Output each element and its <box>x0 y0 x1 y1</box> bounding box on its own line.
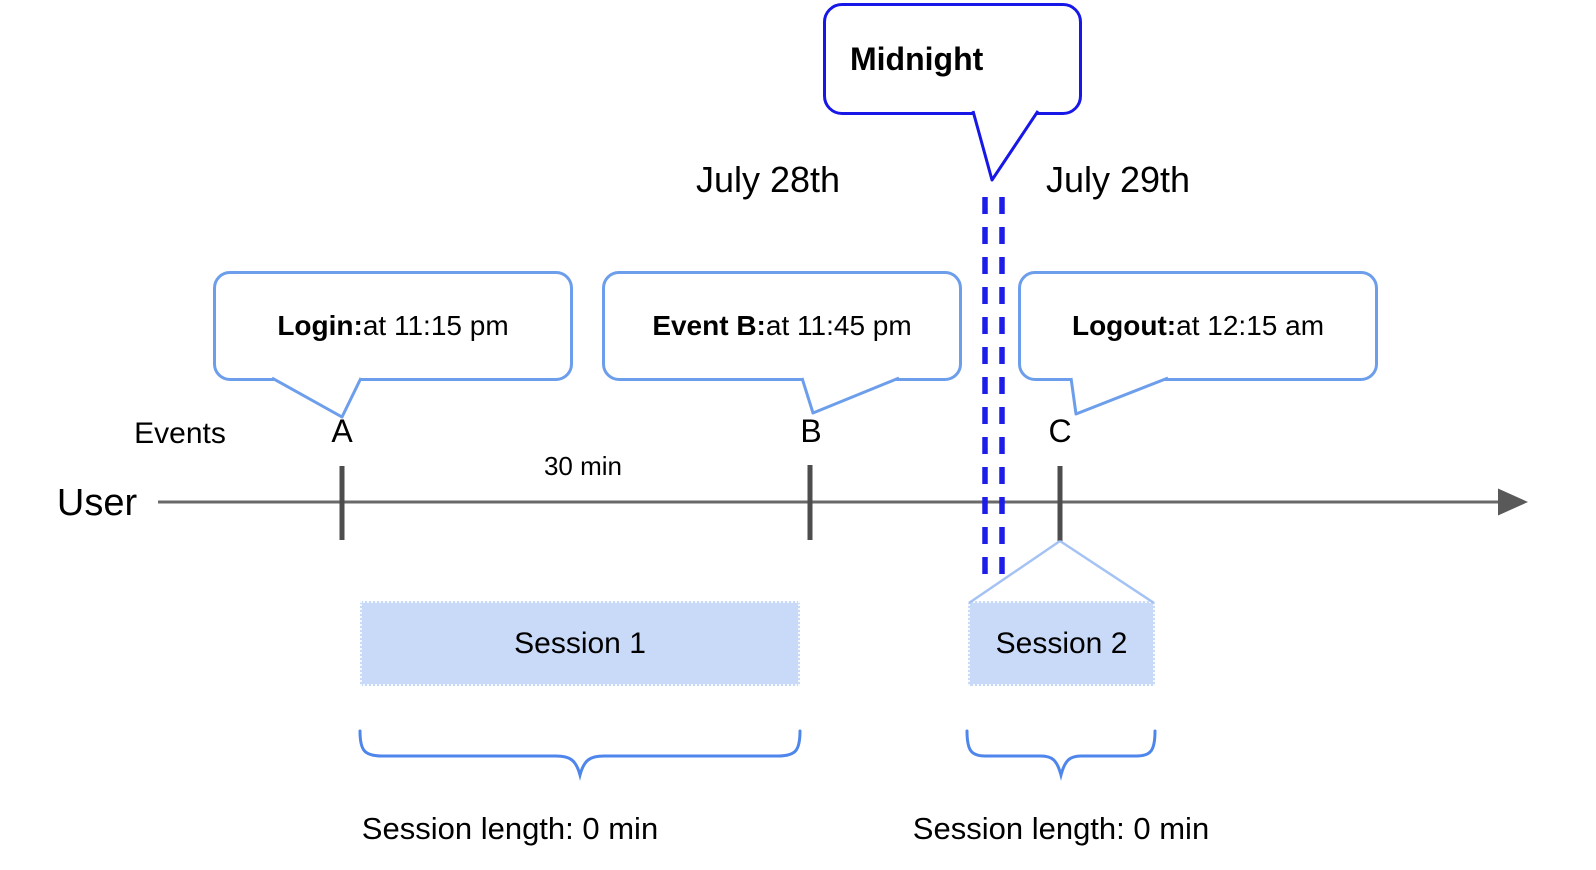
timeline-arrowhead-icon <box>1498 488 1528 516</box>
session-1-length-brace <box>358 729 802 781</box>
date-label-july-29: July 29th <box>1045 159 1191 200</box>
interval-30min-label: 30 min <box>543 451 623 481</box>
logout-callout-bubble: Logout: at 12:15 am <box>1018 271 1378 381</box>
session-2-fan-line-left <box>968 539 1061 605</box>
login-callout-title: Login: <box>277 310 363 341</box>
logout-callout-title: Logout: <box>1071 310 1177 341</box>
event-b-callout-tail <box>800 376 900 415</box>
midnight-callout-bubble: Midnight <box>823 3 1082 115</box>
session-2-fan-line-right <box>1059 539 1155 605</box>
event-b-label: B <box>800 413 822 449</box>
user-axis-label: User <box>56 482 138 524</box>
session-2-label: Session 2 <box>995 626 1128 660</box>
logout-callout-detail: at 12:15 am <box>1176 310 1325 341</box>
session-1-length-label: Session length: 0 min <box>361 811 659 846</box>
date-label-july-28: July 28th <box>695 159 841 200</box>
event-b-callout-title: Event B: <box>652 310 766 341</box>
session-1-block: Session 1 <box>360 601 800 686</box>
event-b-callout-bubble: Event B: at 11:45 pm <box>602 271 962 381</box>
event-c-label: C <box>1048 413 1072 449</box>
logout-callout-tail <box>1069 376 1169 416</box>
midnight-callout-label: Midnight <box>850 40 984 77</box>
session-2-block: Session 2 <box>968 601 1155 686</box>
event-a-label: A <box>331 413 353 449</box>
session-2-length-brace <box>965 729 1157 781</box>
login-callout-detail: at 11:15 pm <box>362 310 509 341</box>
event-b-callout-detail: at 11:45 pm <box>765 310 912 341</box>
session-2-length-label: Session length: 0 min <box>912 811 1210 846</box>
session-1-label: Session 1 <box>514 626 646 660</box>
login-callout-bubble: Login: at 11:15 pm <box>213 271 573 381</box>
events-axis-label: Events <box>134 417 226 450</box>
